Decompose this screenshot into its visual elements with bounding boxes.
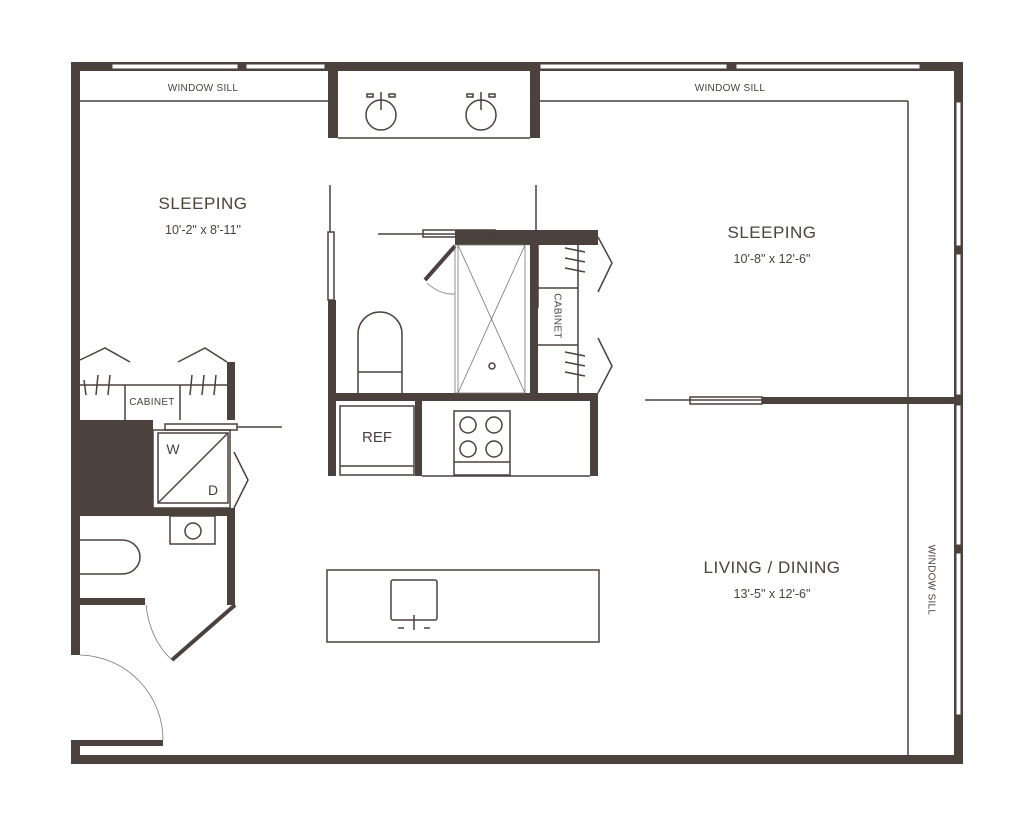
window-sill-label: WINDOW SILL <box>167 83 239 94</box>
dryer-label: D <box>207 482 219 498</box>
room-name: SLEEPING <box>727 223 817 242</box>
kitchen <box>339 393 598 477</box>
window-sill-label: WINDOW SILL <box>694 83 766 94</box>
washer-label: W <box>166 441 180 457</box>
double-vanity <box>328 62 540 139</box>
exterior-walls <box>71 62 963 764</box>
room-size: 10'-8" x 12'-6" <box>733 252 811 266</box>
room-name: LIVING / DINING <box>703 558 841 577</box>
cabinet-label: CABINET <box>129 397 175 408</box>
room-size: 10'-2" x 8'-11" <box>165 223 241 237</box>
partition-right <box>645 396 963 405</box>
window-sill-label: WINDOW SILL <box>925 544 937 616</box>
room-size: 13'-5" x 12'-6" <box>733 587 811 601</box>
window-sills <box>80 100 909 755</box>
refrigerator-label: REF <box>362 429 392 446</box>
room-name: SLEEPING <box>158 194 248 213</box>
left-core <box>71 347 282 741</box>
kitchen-island <box>326 569 600 643</box>
closet-right <box>538 230 613 394</box>
windows <box>111 63 962 716</box>
cabinet-label: CABINET <box>551 293 563 339</box>
